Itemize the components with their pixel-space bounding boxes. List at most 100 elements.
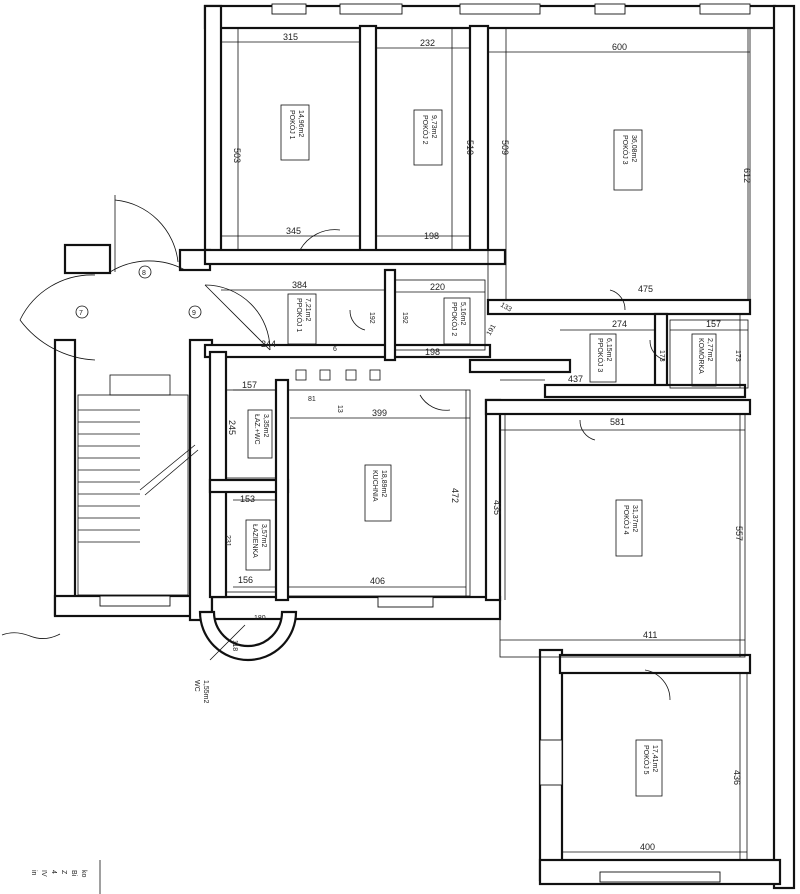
dim-153: 153: [240, 494, 255, 504]
scribble-mark: [1, 632, 61, 639]
room-pokoj-5-area: 17,41m2: [651, 745, 658, 772]
room-pokoj-1: POKÓJ 1 14,96m2: [280, 104, 310, 161]
room-lazienka-name: ŁAZIENKA: [251, 524, 258, 558]
room-komorka-name: KOMÓRKA: [697, 338, 706, 374]
marker-9: [188, 305, 202, 319]
dim-600: 600: [612, 42, 627, 52]
room-kuchnia: KUCHNIA 18,89m2: [364, 464, 392, 522]
dim-274: 274: [612, 319, 627, 329]
footer-line-2: Bi: [70, 870, 77, 877]
dim-220: 220: [430, 282, 445, 292]
dim-400: 400: [640, 842, 655, 852]
room-wc: WC 1,55m2: [193, 680, 209, 703]
marker-9-label: 9: [192, 310, 196, 317]
dim-13: 13: [336, 405, 343, 413]
dim-232: 232: [420, 38, 435, 48]
room-pokoj-2-area: 9,73m2: [430, 115, 437, 138]
room-ppokoj-1-name: PPOKÓJ 1: [295, 298, 304, 332]
room-pokoj-5: POKÓJ 5 17,41m2: [635, 739, 663, 797]
room-pokoj-1-name: POKÓJ 1: [288, 110, 297, 140]
room-pokoj-3-area: 36,08m2: [630, 135, 637, 162]
dim-173-right: 173: [734, 350, 741, 362]
dim-157-right: 157: [706, 319, 721, 329]
room-laz-wc-name: ŁAZ.+WC: [253, 414, 260, 445]
room-pokoj-3-name: POKÓJ 3: [621, 135, 630, 165]
footer-line-1: ko: [80, 870, 87, 878]
vent-shafts: [295, 369, 381, 381]
interior-walls: [203, 24, 752, 602]
dim-192-b: 192: [401, 312, 408, 324]
room-pokoj-2-name: POKÓJ 2: [421, 115, 430, 145]
staircase: [77, 374, 199, 596]
dim-411: 411: [643, 630, 657, 640]
dim-472: 472: [450, 488, 460, 503]
dim-435: 435: [492, 500, 502, 515]
footer-line-6: in: [30, 870, 37, 876]
marker-7-label: 7: [79, 310, 83, 317]
footer-line-4: 4: [50, 870, 57, 874]
dim-345: 345: [286, 226, 301, 236]
room-lazienka: ŁAZIENKA 3,57m2: [245, 519, 271, 571]
dim-557: 557: [734, 526, 744, 541]
room-lazienka-area: 3,57m2: [260, 524, 267, 547]
dim-173-left: 173: [658, 350, 665, 362]
room-wc-name: WC: [193, 680, 200, 692]
top-windows: [271, 3, 751, 15]
room-pokoj-2: POKÓJ 2 9,73m2: [413, 109, 443, 166]
dim-612: 612: [742, 168, 752, 183]
marker-8: [138, 265, 152, 279]
dim-437: 437: [568, 374, 583, 384]
dim-510: 510: [465, 140, 475, 155]
room-pokoj-5-name: POKÓJ 5: [642, 745, 651, 775]
room-pokoj-4-area: 31,37m2: [631, 505, 638, 532]
room-laz-wc: ŁAZ.+WC 3,35m2: [247, 409, 273, 459]
dim-198-top: 198: [424, 231, 439, 241]
dim-180: 180: [254, 615, 266, 622]
dim-118: 118: [231, 640, 238, 651]
room-pokoj-4: POKÓJ 4 31,37m2: [615, 499, 643, 557]
dim-157-left: 157: [242, 380, 257, 390]
dim-81: 81: [308, 396, 316, 403]
room-wc-area: 1,55m2: [202, 680, 209, 703]
room-ppokoj-1: PPOKÓJ 1 7,21m2: [287, 293, 317, 345]
room-ppokoj-3: PPOKÓJ 3 6,15m2: [589, 333, 617, 383]
dim-384: 384: [292, 280, 307, 290]
dim-436: 436: [732, 770, 742, 785]
marker-7: [75, 305, 89, 319]
room-komorka: KOMÓRKA 2,77m2: [691, 333, 717, 387]
dim-581: 581: [610, 417, 625, 427]
room-pokoj-1-area: 14,96m2: [297, 110, 304, 137]
dim-6: 6: [333, 346, 337, 353]
dim-198-mid: 198: [425, 347, 440, 357]
room-komorka-area: 2,77m2: [706, 338, 713, 361]
dim-509: 509: [500, 140, 510, 155]
room-ppokoj-3-name: PPOKÓJ 3: [596, 338, 605, 372]
room-pokoj-4-name: POKÓJ 4: [622, 505, 631, 535]
room-ppokoj-3-area: 6,15m2: [605, 338, 612, 361]
dim-475: 475: [638, 284, 653, 294]
room-pokoj-3: POKÓJ 3 36,08m2: [613, 129, 643, 191]
dim-315: 315: [283, 32, 298, 42]
dim-156: 156: [238, 575, 253, 585]
dimension-lines: [221, 28, 750, 860]
room-ppokoj-2-area: 5,16m2: [459, 302, 466, 325]
dim-231: 231: [224, 535, 231, 547]
footer-line-5: IV: [40, 870, 47, 877]
room-ppokoj-1-area: 7,21m2: [304, 298, 311, 321]
room-ppokoj-2-name: PPOKÓJ 2: [450, 302, 459, 336]
room-kuchnia-area: 18,89m2: [380, 470, 387, 497]
marker-8-label: 8: [142, 270, 146, 277]
dim-191: 191: [486, 323, 498, 337]
doors: [299, 229, 671, 701]
title-block-fragment: ko Bi Z 4 IV in: [30, 860, 101, 894]
room-laz-wc-area: 3,35m2: [262, 414, 269, 437]
dim-399: 399: [372, 408, 387, 418]
dim-244: 244: [261, 339, 276, 349]
dim-133: 133: [499, 302, 513, 314]
dim-192-a: 192: [368, 312, 375, 324]
dim-245: 245: [227, 420, 237, 435]
room-kuchnia-name: KUCHNIA: [371, 470, 378, 502]
dim-503: 503: [232, 148, 242, 163]
lower-windows: [99, 595, 721, 883]
